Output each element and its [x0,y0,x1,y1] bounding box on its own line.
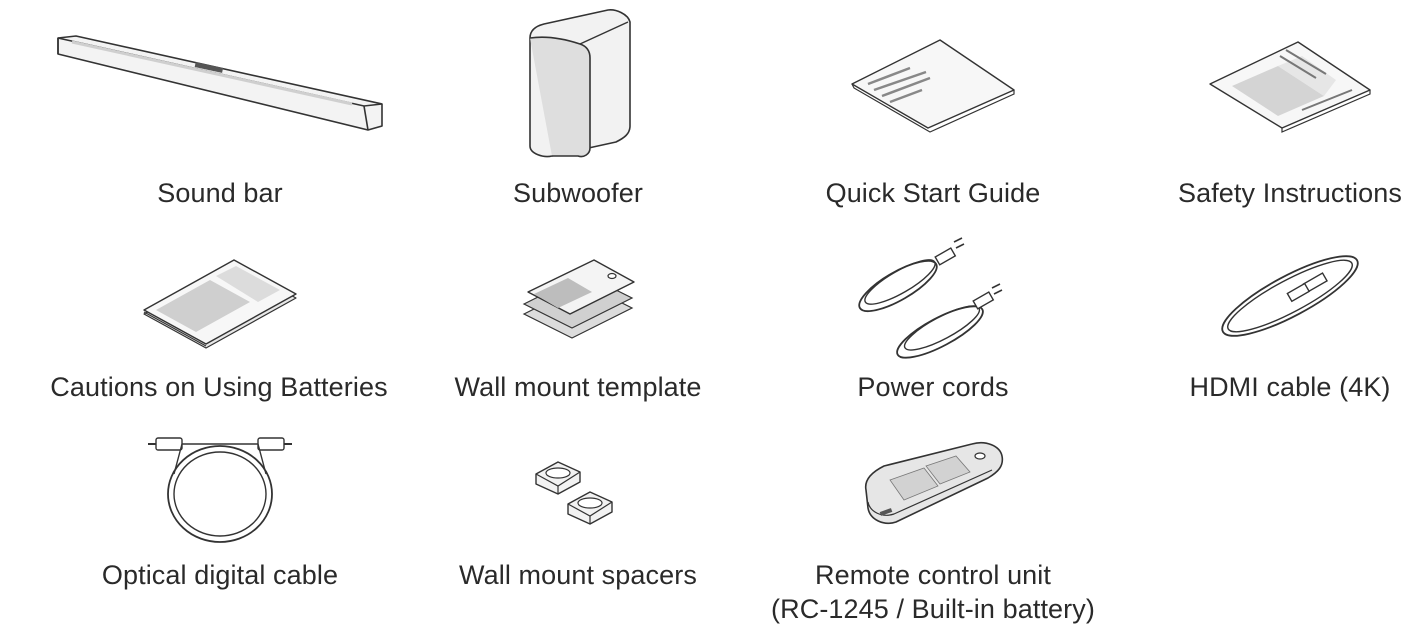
subwoofer-icon [529,9,631,158]
item-label-power-cords: Power cords [857,372,1009,402]
hdmi-cable-icon [1221,255,1359,337]
item-label-quick-start-guide: Quick Start Guide [825,178,1041,208]
remote-control-label-line1: Remote control unit [814,560,1051,590]
item-label-subwoofer: Subwoofer [513,178,643,208]
wall-mount-spacers-icon [535,461,613,525]
sound-bar-icon [57,35,383,131]
item-label-remote-control: Remote control unit (RC-1245 / Built-in … [733,558,1133,626]
remote-control-label-line2: (RC-1245 / Built-in battery) [771,594,1095,624]
battery-cautions-booklet-icon [143,259,297,349]
power-cords-icon [858,237,1003,359]
remote-control-icon [864,441,1004,524]
item-label-wall-mount-spacers: Wall mount spacers [459,560,697,590]
wall-mount-template-icon [522,259,635,339]
safety-instructions-icon [1209,41,1371,133]
quick-start-guide-icon [851,39,1015,133]
item-label-safety-instructions: Safety Instructions [1177,178,1402,208]
item-label-sound-bar: Sound bar [157,178,283,208]
item-label-cautions-batteries: Cautions on Using Batteries [50,372,388,402]
item-label-wall-mount-template: Wall mount template [454,372,702,402]
optical-cable-icon [148,437,292,543]
item-label-optical-cable: Optical digital cable [101,560,339,590]
item-label-hdmi-cable: HDMI cable (4K) [1189,372,1391,402]
